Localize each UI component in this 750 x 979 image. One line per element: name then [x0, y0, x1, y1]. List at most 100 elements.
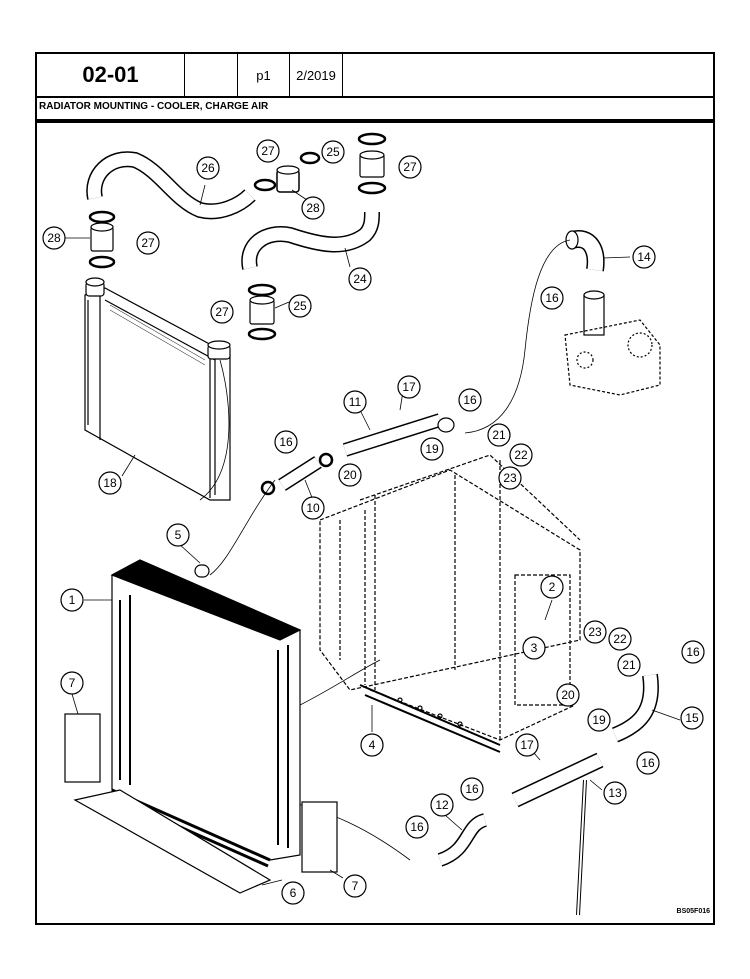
callout-3: [522, 636, 546, 660]
blank-cell: [185, 54, 238, 96]
svg-text:22: 22: [514, 448, 528, 462]
page-title: RADIATOR MOUNTING - COOLER, CHARGE AIR: [35, 97, 715, 121]
svg-text:24: 24: [353, 272, 367, 286]
svg-text:20: 20: [343, 468, 357, 482]
svg-text:16: 16: [465, 782, 479, 796]
svg-text:7: 7: [69, 676, 76, 690]
svg-text:14: 14: [637, 250, 651, 264]
callout-26: [196, 156, 220, 180]
svg-text:16: 16: [686, 645, 700, 659]
callout-13: [603, 781, 627, 805]
tube-24: [241, 211, 380, 270]
svg-text:16: 16: [545, 291, 559, 305]
foam-block-7-right: [301, 801, 338, 873]
pipe-11: [342, 413, 455, 457]
callout-7-right: [343, 874, 367, 898]
callout-25: [321, 140, 345, 164]
callout-4: [360, 733, 384, 757]
callout-19: [587, 708, 611, 732]
svg-text:27: 27: [261, 144, 275, 158]
svg-text:20: 20: [561, 688, 575, 702]
callout-22: [608, 627, 632, 651]
callout-24: [348, 267, 372, 291]
svg-text:17: 17: [402, 380, 416, 394]
svg-text:5: 5: [175, 528, 182, 542]
svg-text:16: 16: [641, 756, 655, 770]
svg-text:22: 22: [613, 632, 627, 646]
callout-28: [42, 226, 66, 250]
pipe-10: [260, 452, 334, 496]
foam-block-7-left: [64, 713, 101, 783]
svg-text:23: 23: [588, 625, 602, 639]
callout-20: [338, 463, 362, 487]
svg-text:28: 28: [306, 201, 320, 215]
svg-text:27: 27: [403, 160, 417, 174]
svg-text:21: 21: [622, 658, 636, 672]
svg-text:15: 15: [685, 711, 699, 725]
svg-text:10: 10: [306, 501, 320, 515]
svg-text:23: 23: [503, 471, 517, 485]
callout-14: [632, 245, 656, 269]
svg-text:13: 13: [608, 786, 622, 800]
callout-16: [681, 640, 705, 664]
tube-26: [86, 151, 256, 220]
shroud-bottom-rail: [359, 684, 501, 753]
svg-text:19: 19: [425, 442, 439, 456]
svg-text:25: 25: [326, 145, 340, 159]
callout-19: [420, 437, 444, 461]
callout-17: [397, 375, 421, 399]
coupler-28-left: [88, 210, 116, 269]
callout-28: [301, 196, 325, 220]
svg-text:12: 12: [435, 798, 449, 812]
pipe-13: [511, 752, 604, 808]
callout-1: [60, 588, 84, 612]
svg-text:27: 27: [141, 236, 155, 250]
svg-text:7: 7: [352, 879, 359, 893]
coupler-25-mid: [247, 283, 277, 341]
elbow-14: [565, 230, 605, 272]
callout-27: [398, 155, 422, 179]
callout-10: [301, 496, 325, 520]
hose-15: [611, 673, 659, 743]
clamp-27: [299, 151, 321, 165]
callout-2: [540, 575, 564, 599]
callout-20: [556, 683, 580, 707]
section-number: 02-01: [37, 54, 185, 96]
svg-text:18: 18: [103, 476, 117, 490]
svg-text:3: 3: [531, 641, 538, 655]
callout-15: [680, 706, 704, 730]
drawing-code: BS05F016: [676, 908, 710, 915]
diagram-frame: [35, 121, 715, 925]
engine-intake: [564, 290, 661, 396]
svg-text:21: 21: [492, 428, 506, 442]
callout-27: [256, 139, 280, 163]
callouts: 1 2 3 4 5 6 7 7 10 11 12 13 14 15 16 16 …: [42, 139, 705, 905]
page-number: p1: [238, 54, 290, 96]
header-table: 02-01 p1 2/2019: [35, 52, 715, 98]
svg-text:25: 25: [293, 299, 307, 313]
callout-7-left: [60, 671, 84, 695]
revision-date: 2/2019: [290, 54, 343, 96]
callout-18: [98, 471, 122, 495]
radiator-shroud-frame: [319, 454, 581, 741]
callout-16: [274, 430, 298, 454]
foam-strip-6: [73, 789, 272, 894]
svg-text:6: 6: [290, 886, 297, 900]
svg-text:19: 19: [592, 713, 606, 727]
svg-text:17: 17: [520, 738, 534, 752]
callout-6: [281, 881, 305, 905]
svg-text:26: 26: [201, 161, 215, 175]
svg-text:2: 2: [549, 580, 556, 594]
svg-text:4: 4: [369, 738, 376, 752]
callout-27: [136, 231, 160, 255]
callout-11: [343, 390, 367, 414]
callout-5: [166, 523, 190, 547]
hose-12: [437, 813, 488, 867]
svg-text:16: 16: [279, 435, 293, 449]
callout-16: [540, 286, 564, 310]
callout-27: [210, 300, 234, 324]
svg-text:16: 16: [463, 393, 477, 407]
clamp-27: [253, 178, 277, 192]
callout-23: [583, 620, 607, 644]
